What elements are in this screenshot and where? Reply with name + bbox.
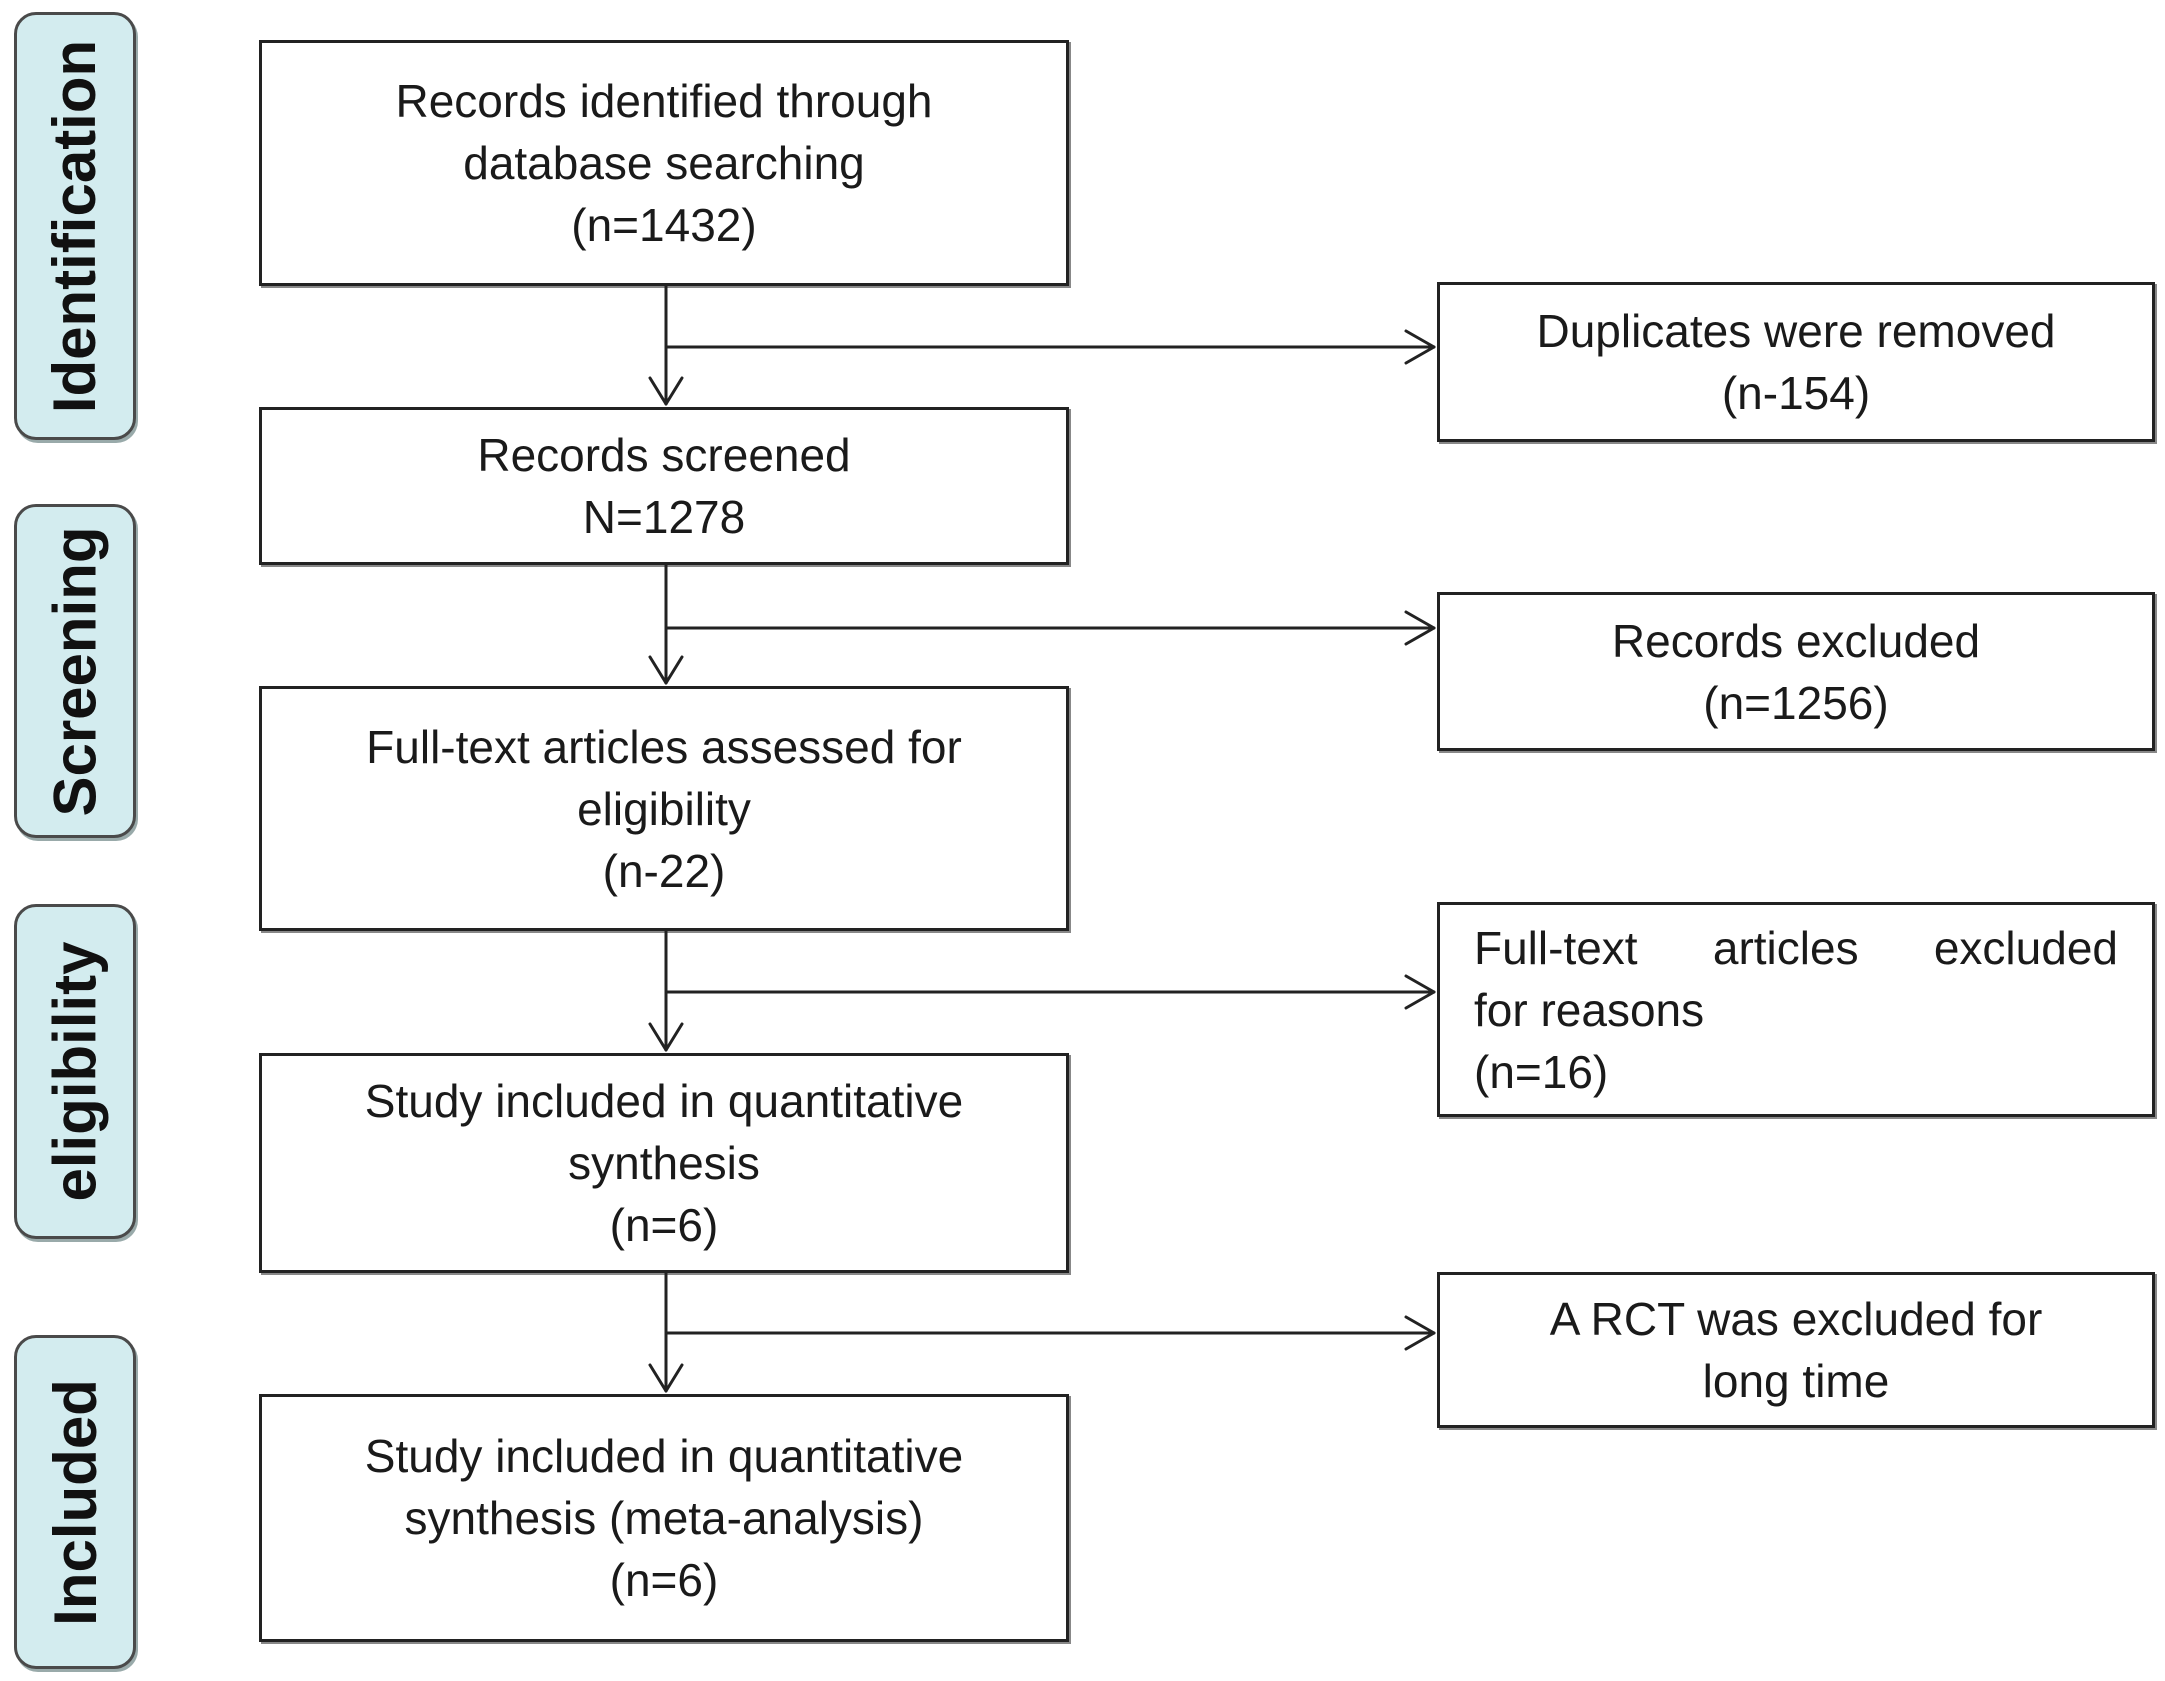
box-records-identified: Records identified through database sear…	[259, 40, 1069, 286]
arrowhead	[1404, 974, 1436, 1010]
box-line: database searching	[463, 137, 865, 189]
box-line: (n=1432)	[571, 199, 757, 251]
arrowhead	[648, 376, 684, 406]
stage-identification: Identification	[14, 12, 136, 440]
box-line: Records excluded	[1611, 614, 1981, 667]
stage-included: Included	[14, 1335, 136, 1669]
box-full-text-assessed: Full-text articles assessed for eligibil…	[259, 686, 1069, 931]
stage-eligibility: eligibility	[14, 904, 136, 1239]
box-line: A RCT was excluded for	[1549, 1293, 2043, 1345]
box-line: (n=6)	[609, 1199, 719, 1251]
stage-label: Identification	[41, 39, 109, 413]
box-word: Full-text	[1474, 921, 1638, 974]
box-line: Records screened	[477, 429, 851, 481]
stage-screening: Screening	[14, 504, 136, 838]
box-line: N=1278	[582, 491, 746, 543]
box-line: eligibility	[577, 782, 751, 835]
box-line: Study included in quantitative	[364, 1430, 964, 1482]
stage-label: eligibility	[41, 941, 109, 1202]
box-line: Duplicates were removed	[1536, 305, 2056, 357]
box-rct-excluded: A RCT was excluded for long time	[1437, 1272, 2155, 1428]
box-line: Records identified through	[395, 75, 933, 127]
arrowhead	[648, 655, 684, 685]
box-line: synthesis	[568, 1137, 760, 1189]
box-study-included-meta: Study included in quantitative synthesis…	[259, 1394, 1069, 1642]
stage-label: Included	[41, 1378, 109, 1626]
box-line: synthesis (meta-analysis)	[404, 1492, 924, 1544]
box-study-included-quant: Study included in quantitative synthesis…	[259, 1053, 1069, 1273]
box-line: (n-22)	[602, 844, 726, 897]
box-records-excluded: Records excluded (n=1256)	[1437, 592, 2155, 751]
arrowhead	[1404, 610, 1436, 646]
arrowhead	[1404, 1315, 1436, 1351]
box-line: (n=6)	[609, 1554, 719, 1606]
box-line: (n-154)	[1721, 367, 1871, 419]
box-word: articles	[1712, 921, 1859, 974]
arrowhead	[648, 1022, 684, 1052]
box-line: for reasons	[1474, 983, 1705, 1036]
box-line: (n=1256)	[1703, 676, 1889, 729]
box-duplicates-removed: Duplicates were removed (n-154)	[1437, 282, 2155, 442]
stage-label: Screening	[41, 525, 109, 817]
arrowhead	[1404, 329, 1436, 365]
box-line: Study included in quantitative	[364, 1075, 964, 1127]
box-line: Full-text articles assessed for	[366, 720, 962, 773]
box-records-screened: Records screened N=1278	[259, 407, 1069, 565]
box-word: excluded	[1933, 921, 2118, 974]
arrowhead	[648, 1363, 684, 1393]
box-line: Full-text articles excluded	[1474, 917, 2118, 979]
box-line: (n=16)	[1474, 1045, 1609, 1098]
box-full-text-excluded: Full-text articles excluded for reasons (n…	[1437, 902, 2155, 1117]
box-line: long time	[1702, 1355, 1890, 1407]
